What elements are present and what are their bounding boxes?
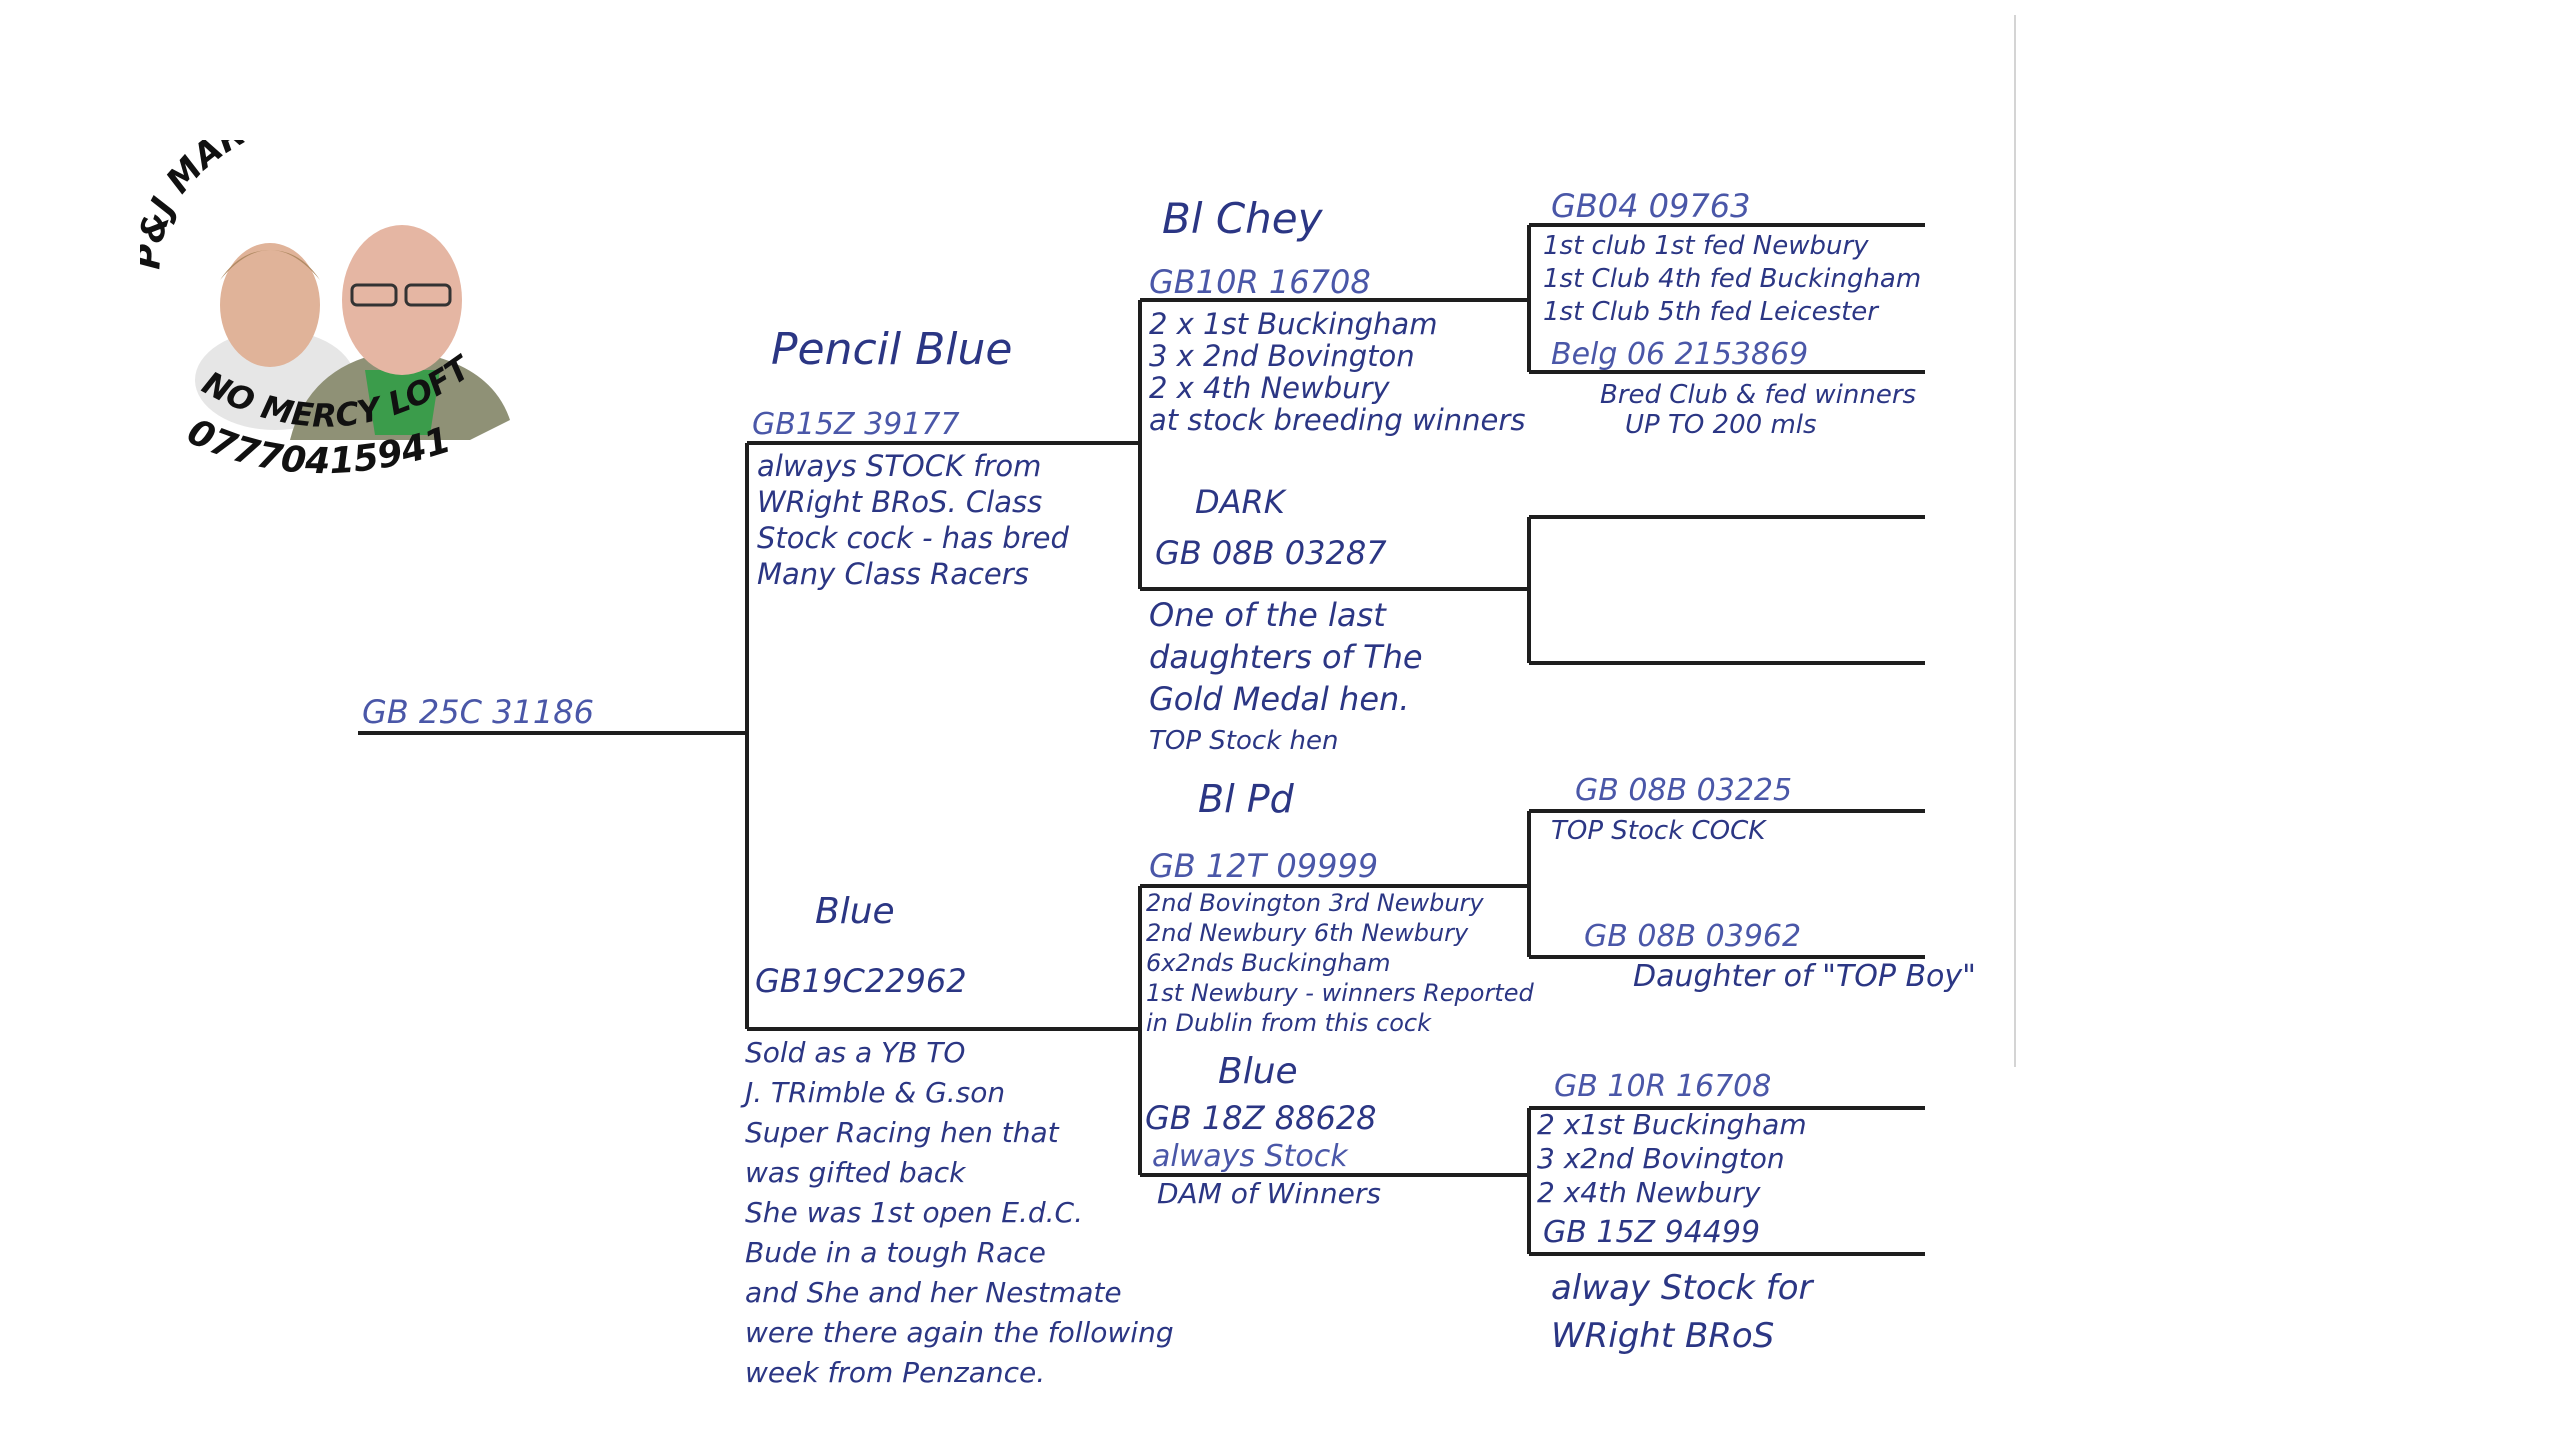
note-line: 2nd Newbury 6th Newbury — [1146, 919, 1469, 947]
note-line: TOP Stock hen — [1149, 726, 1339, 756]
sire-sire-ring: GB10R 16708 — [1149, 263, 1371, 301]
dsd-note: Daughter of "TOP Boy" — [1633, 959, 1976, 994]
note-line: Sold as a YB TO — [745, 1036, 966, 1069]
note-line: 3 x2nd Bovington — [1537, 1142, 1785, 1175]
dam-dam-ring: GB 18Z 88628 — [1145, 1099, 1377, 1137]
note-line: week from Penzance. — [745, 1356, 1046, 1389]
note-line: J. TRimble & G.son — [745, 1076, 1006, 1109]
note-line: in Dublin from this cock — [1146, 1009, 1432, 1037]
note-line: WRight BRoS — [1551, 1316, 1775, 1356]
dam-sire-colour: Bl Pd — [1198, 777, 1294, 821]
note-line: always STOCK from — [757, 449, 1042, 483]
note-line: 2 x 4th Newbury — [1149, 371, 1390, 405]
dam-notes: Sold as a YB TO J. TRimble & G.son Super… — [745, 1033, 1174, 1393]
note-line: Bred Club & fed winners — [1600, 380, 1917, 410]
loft-logo: P&J MARTIN & TABB NO MERCY LOFTS 0777041… — [140, 140, 510, 482]
dss-note: TOP Stock COCK — [1551, 816, 1766, 846]
subject-ring: GB 25C 31186 — [362, 693, 594, 731]
dam-dam-note-2: DAM of Winners — [1157, 1177, 1381, 1210]
sire-sire-notes: 2 x 1st Buckingham 3 x 2nd Bovington 2 x… — [1149, 308, 1525, 436]
dss-ring: GB 08B 03225 — [1575, 773, 1793, 808]
sire-colour: Pencil Blue — [771, 324, 1013, 375]
note-line: alway Stock for — [1551, 1268, 1813, 1308]
note-line: 2 x4th Newbury — [1537, 1176, 1761, 1209]
note-line: 2 x1st Buckingham — [1537, 1108, 1807, 1141]
portrait-older-man — [290, 225, 510, 440]
dam-colour: Blue — [815, 891, 895, 932]
dam-ring: GB19C22962 — [755, 962, 967, 1000]
note-line: was gifted back — [745, 1156, 966, 1189]
note-line: 2nd Bovington 3rd Newbury — [1146, 889, 1484, 917]
sire-ring: GB15Z 39177 — [752, 407, 960, 442]
note-line: were there again the following — [745, 1316, 1174, 1349]
note-line: 6x2nds Buckingham — [1146, 949, 1391, 977]
ddd-ring: GB 15Z 94499 — [1543, 1215, 1761, 1250]
note-line: 1st club 1st fed Newbury — [1543, 231, 1869, 261]
note-line: Gold Medal hen. — [1149, 680, 1410, 718]
note-line: 1st Club 4th fed Buckingham — [1543, 264, 1922, 294]
sire-sire-colour: Bl Chey — [1162, 194, 1323, 243]
note-line: 1st Club 5th fed Leicester — [1543, 297, 1878, 327]
note-line: WRight BRoS. Class — [757, 485, 1043, 519]
sire-dam-notes: One of the last daughters of The Gold Me… — [1149, 594, 1423, 762]
note-line: daughters of The — [1149, 638, 1423, 676]
note-line: Super Racing hen that — [745, 1116, 1059, 1149]
dds-notes: 2 x1st Buckingham 3 x2nd Bovington 2 x4t… — [1537, 1108, 1807, 1210]
note-line: She was 1st open E.d.C. — [745, 1196, 1083, 1229]
sire-notes: always STOCK from WRight BRoS. Class Sto… — [757, 448, 1069, 592]
note-line: One of the last — [1149, 596, 1386, 634]
note-line: Bude in a tough Race — [745, 1236, 1046, 1269]
ddd-notes: alway Stock for WRight BRoS — [1551, 1264, 1813, 1360]
sire-dam-ring: GB 08B 03287 — [1155, 534, 1387, 572]
dsd-ring: GB 08B 03962 — [1584, 919, 1802, 954]
note-line: Many Class Racers — [757, 557, 1029, 591]
dam-sire-ring: GB 12T 09999 — [1149, 847, 1379, 885]
note-line: at stock breeding winners — [1149, 403, 1526, 437]
sss-ring: GB04 09763 — [1551, 187, 1751, 225]
dam-dam-note-1: always Stock — [1152, 1139, 1348, 1174]
note-line: 3 x 2nd Bovington — [1149, 339, 1415, 373]
dam-dam-colour: Blue — [1218, 1051, 1298, 1092]
note-line: 2 x 1st Buckingham — [1149, 307, 1438, 341]
note-line: Stock cock - has bred — [757, 521, 1069, 555]
ssd-ring: Belg 06 2153869 — [1551, 337, 1809, 372]
sss-notes: 1st club 1st fed Newbury 1st Club 4th fe… — [1543, 230, 1921, 329]
dam-sire-notes: 2nd Bovington 3rd Newbury 2nd Newbury 6t… — [1146, 888, 1534, 1038]
dds-ring: GB 10R 16708 — [1554, 1069, 1772, 1104]
note-line: UP TO 200 mls — [1625, 410, 1817, 440]
note-line: 1st Newbury - winners Reported — [1146, 979, 1534, 1007]
note-line: and She and her Nestmate — [745, 1276, 1122, 1309]
ssd-notes: Bred Club & fed winners UP TO 200 mls — [1600, 380, 1916, 440]
sire-dam-colour: DARK — [1195, 483, 1285, 521]
